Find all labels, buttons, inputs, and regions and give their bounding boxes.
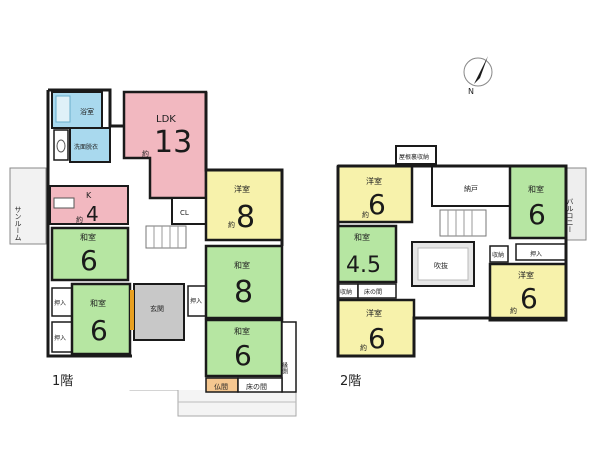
fukinuke-label: 吹抜 bbox=[434, 261, 448, 270]
oshiire-2f-label: 押入 bbox=[530, 250, 542, 258]
washroom bbox=[69, 127, 111, 163]
engawa bbox=[281, 321, 297, 393]
shuno-2f-right-label: 収納 bbox=[492, 251, 504, 259]
compass: N bbox=[463, 56, 493, 96]
kitchen-prefix: 約 bbox=[76, 215, 83, 224]
washitsu-6-upper-room bbox=[50, 226, 130, 282]
washitsu-6-topright-size: 6 bbox=[528, 198, 546, 231]
second-floor-label: 2階 bbox=[340, 374, 362, 389]
yoshitsu-6-topleft-size: 6 bbox=[368, 188, 386, 221]
compass-label: N bbox=[468, 87, 474, 96]
yoshitsu-6-right bbox=[488, 262, 568, 320]
compass-arrow-icon bbox=[474, 56, 488, 84]
washitsu-6-right-room bbox=[204, 318, 284, 378]
nando bbox=[431, 165, 511, 207]
yoshitsu-6-right-size: 6 bbox=[520, 282, 538, 315]
washitsu-6-topright-name: 和室 bbox=[528, 184, 544, 194]
butsuma-label: 仏間 bbox=[214, 383, 228, 391]
kitchen-size: 4 bbox=[86, 202, 99, 226]
compass-circle bbox=[463, 57, 493, 87]
washitsu-6-lower-name: 和室 bbox=[90, 298, 106, 308]
washitsu-8-name: 和室 bbox=[234, 260, 250, 270]
kitchen-name: K bbox=[86, 191, 92, 200]
oshiire-1-label: 押入 bbox=[54, 299, 66, 307]
attic-storage-label: 屋根裏収納 bbox=[399, 153, 429, 161]
washitsu-4-5-size: 4.5 bbox=[346, 253, 381, 278]
shoe-cabinet bbox=[130, 290, 134, 330]
second-floor: バルコニー 屋根裏収納 洋室 6 約 納戸 和室 6 押入 和室 4.5 収納 … bbox=[336, 145, 587, 358]
washroom-label: 洗面脱衣 bbox=[74, 143, 98, 151]
yoshitsu-6-right-prefix: 約 bbox=[510, 306, 517, 315]
yoshitsu-6-bottom-name: 洋室 bbox=[366, 308, 382, 318]
yoshitsu-6-right-name: 洋室 bbox=[518, 270, 534, 280]
stair-2f bbox=[439, 209, 487, 237]
tokonoma-2f-label: 床の間 bbox=[364, 288, 382, 296]
yoshitsu-8-name: 洋室 bbox=[234, 184, 250, 194]
yoshitsu-8-size: 8 bbox=[236, 200, 255, 235]
washitsu-6-right-name: 和室 bbox=[234, 326, 250, 336]
washitsu-6-right-size: 6 bbox=[234, 339, 252, 372]
washitsu-4-5-name: 和室 bbox=[354, 232, 370, 242]
bathtub-icon bbox=[55, 95, 71, 123]
sunroom-label: サンルーム bbox=[14, 206, 22, 241]
attic-storage bbox=[395, 145, 437, 165]
first-floor-label: 1階 bbox=[52, 374, 74, 389]
tokonoma-2f bbox=[357, 283, 397, 299]
tokonoma-1f bbox=[237, 377, 283, 393]
nando-label: 納戸 bbox=[464, 184, 478, 193]
balcony-label: バルコニー bbox=[566, 198, 574, 233]
washitsu-8-size: 8 bbox=[234, 275, 253, 310]
sunroom-area bbox=[9, 167, 47, 245]
closet-room bbox=[171, 197, 207, 225]
toilet-icon bbox=[56, 139, 66, 153]
shuno-2f-right bbox=[489, 245, 509, 263]
washitsu-6-upper-name: 和室 bbox=[80, 232, 96, 242]
tokonoma-1f-label: 床の間 bbox=[246, 382, 267, 391]
ldk-size: 13 bbox=[154, 125, 192, 160]
engawa-label: 縁側 bbox=[281, 361, 288, 374]
yoshitsu-6-topleft-prefix: 約 bbox=[362, 210, 369, 219]
yoshitsu-6-topleft-name: 洋室 bbox=[366, 176, 382, 186]
yoshitsu-6-bottom-prefix: 約 bbox=[360, 343, 367, 352]
ldk-name: LDK bbox=[156, 114, 176, 125]
oshiire-3-label: 押入 bbox=[190, 297, 202, 305]
ldk-prefix: 約 bbox=[142, 149, 149, 158]
oshiire-2-label: 押入 bbox=[54, 334, 66, 342]
genkan-label: 玄関 bbox=[150, 304, 164, 313]
washitsu-6-upper-size: 6 bbox=[80, 244, 98, 277]
sink-icon bbox=[53, 197, 75, 209]
bath-label: 浴室 bbox=[80, 107, 94, 116]
closet-label: CL bbox=[180, 209, 189, 217]
yoshitsu-8-prefix: 約 bbox=[228, 220, 235, 229]
stair-1f bbox=[145, 225, 187, 249]
shuno-2f-left-label: 収納 bbox=[340, 288, 352, 296]
washitsu-6-lower-size: 6 bbox=[90, 314, 108, 347]
washitsu-8-room bbox=[204, 244, 284, 320]
yoshitsu-6-bottom-size: 6 bbox=[368, 322, 386, 355]
first-floor: 浴室 洗面脱衣 LDK 13 約 K 4 約 サンルーム CL 洋室 8 約 和… bbox=[9, 88, 298, 417]
